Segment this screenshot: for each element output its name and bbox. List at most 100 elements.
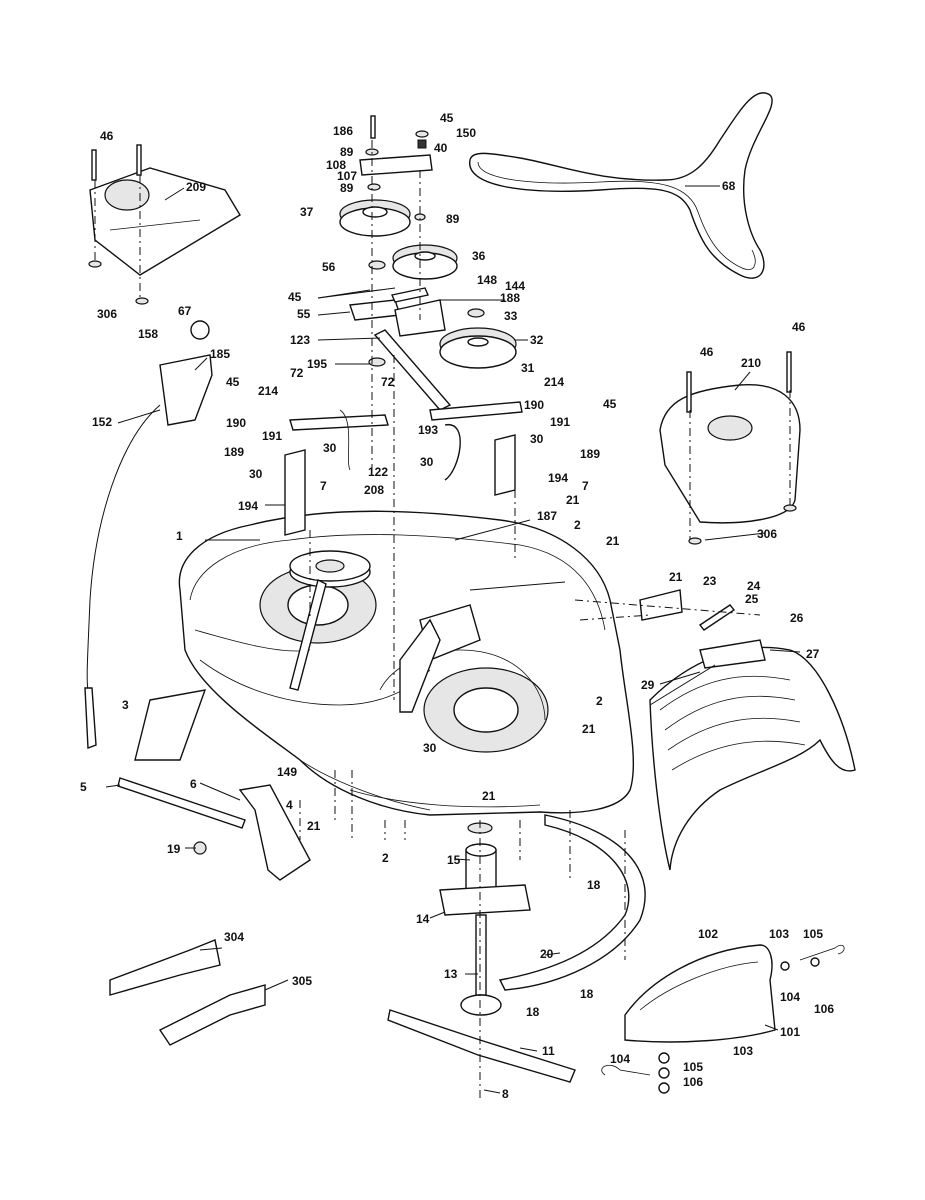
label-209: 209 [186, 180, 206, 194]
label-122: 122 [368, 465, 388, 479]
link-190-right [429, 401, 523, 421]
label-19: 19 [167, 842, 181, 856]
label-7: 7 [582, 479, 589, 493]
label-67: 67 [178, 304, 192, 318]
leader-lines [105, 185, 801, 1094]
label-25: 25 [745, 592, 759, 606]
label-103: 103 [733, 1044, 753, 1058]
label-7: 7 [320, 479, 327, 493]
label-185: 185 [210, 347, 230, 361]
label-210: 210 [741, 356, 761, 370]
bracket-23 [639, 589, 683, 621]
label-186: 186 [333, 124, 353, 138]
label-152: 152 [92, 415, 112, 429]
label-194: 194 [238, 499, 258, 513]
label-2: 2 [574, 518, 581, 532]
label-26: 26 [790, 611, 804, 625]
label-30: 30 [249, 467, 263, 481]
label-108: 108 [326, 158, 346, 172]
label-191: 191 [262, 429, 282, 443]
label-45: 45 [226, 375, 240, 389]
label-21: 21 [566, 493, 580, 507]
label-18: 18 [587, 878, 601, 892]
label-45: 45 [603, 397, 617, 411]
label-72: 72 [290, 366, 304, 380]
label-30: 30 [420, 455, 434, 469]
label-89: 89 [446, 212, 460, 226]
belt-cover-210 [659, 351, 801, 545]
label-15: 15 [447, 853, 461, 867]
bracket-55 [349, 299, 401, 321]
label-45: 45 [288, 290, 302, 304]
label-29: 29 [641, 678, 655, 692]
label-106: 106 [814, 1002, 834, 1016]
label-24: 24 [747, 579, 761, 593]
discharge-chute-27 [649, 639, 856, 871]
label-72: 72 [381, 375, 395, 389]
label-36: 36 [472, 249, 486, 263]
label-30: 30 [423, 741, 437, 755]
label-208: 208 [364, 483, 384, 497]
label-68: 68 [722, 179, 736, 193]
label-46: 46 [700, 345, 714, 359]
bracket-3 [134, 689, 207, 761]
label-103: 103 [769, 927, 789, 941]
label-33: 33 [504, 309, 518, 323]
label-214: 214 [544, 375, 564, 389]
label-89: 89 [340, 145, 354, 159]
label-105: 105 [683, 1060, 703, 1074]
label-18: 18 [580, 987, 594, 1001]
label-102: 102 [698, 927, 718, 941]
label-123: 123 [290, 333, 310, 347]
label-105: 105 [803, 927, 823, 941]
spindle-assembly [439, 822, 531, 1016]
baffle-304 [109, 939, 221, 996]
label-46: 46 [100, 129, 114, 143]
rod-193 [444, 424, 461, 481]
label-8: 8 [502, 1087, 509, 1101]
label-191: 191 [550, 415, 570, 429]
label-149: 149 [277, 765, 297, 779]
label-306: 306 [97, 307, 117, 321]
part-labels: 46 209 306 67 158 185 152 186 45 150 40 … [80, 111, 834, 1101]
bracket-194-left [284, 449, 306, 536]
label-45: 45 [440, 111, 454, 125]
label-190: 190 [226, 416, 246, 430]
alignment-lines [94, 140, 791, 1100]
label-1: 1 [176, 529, 183, 543]
label-188: 188 [500, 291, 520, 305]
label-14: 14 [416, 912, 430, 926]
label-56: 56 [322, 260, 336, 274]
label-20: 20 [540, 947, 554, 961]
label-190: 190 [524, 398, 544, 412]
label-2: 2 [596, 694, 603, 708]
label-6: 6 [190, 777, 197, 791]
label-4: 4 [286, 798, 293, 812]
spring-25 [698, 604, 736, 631]
bracket-185 [159, 354, 213, 426]
label-189: 189 [224, 445, 244, 459]
label-32: 32 [530, 333, 544, 347]
label-3: 3 [122, 698, 129, 712]
label-21: 21 [582, 722, 596, 736]
belt-cover-209 [88, 144, 241, 305]
rod-29 [649, 664, 716, 706]
label-214: 214 [258, 384, 278, 398]
baffle-305 [158, 984, 266, 1046]
label-2: 2 [382, 851, 389, 865]
label-21: 21 [307, 819, 321, 833]
label-306: 306 [757, 527, 777, 541]
label-195: 195 [307, 357, 327, 371]
label-107: 107 [337, 169, 357, 183]
label-150: 150 [456, 126, 476, 140]
idler-arm [399, 618, 441, 713]
label-193: 193 [418, 423, 438, 437]
label-18: 18 [526, 1005, 540, 1019]
label-27: 27 [806, 647, 820, 661]
label-21: 21 [669, 570, 683, 584]
label-101: 101 [780, 1025, 800, 1039]
bracket-194-right [494, 434, 516, 496]
bar-6 [117, 777, 246, 829]
